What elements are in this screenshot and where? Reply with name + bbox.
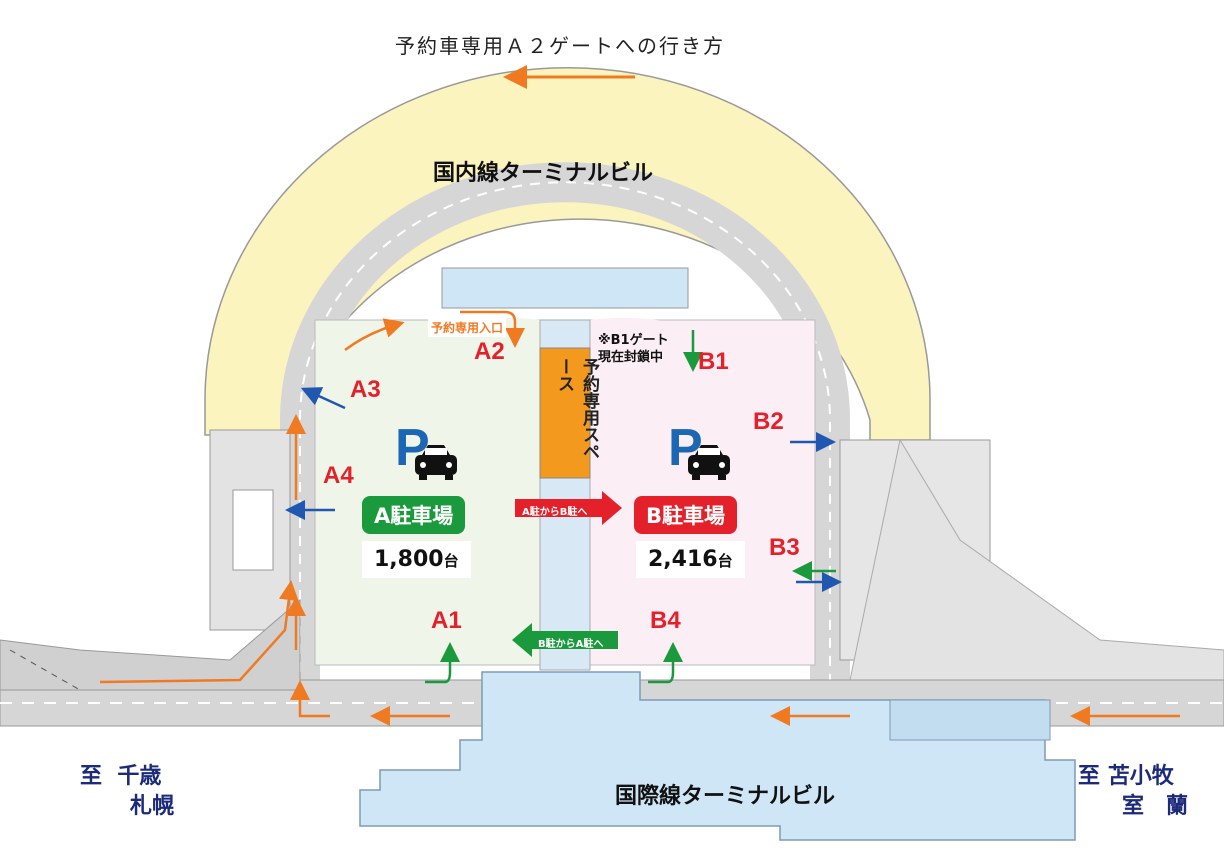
destination-right: 至 苫小牧 室 蘭 (1078, 764, 1189, 819)
gate-a3: A3 (350, 376, 381, 403)
parking-sign-b: P (668, 419, 703, 477)
b-to-a-label: B駐からA駐へ (538, 639, 604, 650)
gate-a1: A1 (431, 607, 462, 634)
b1-closed-note: ※B1ゲート 現在封鎖中 (598, 332, 669, 366)
reserved-entrance-label: 予約専用入口 (428, 318, 507, 337)
gate-b2: B2 (753, 408, 784, 435)
car-icon (415, 445, 457, 480)
international-terminal-label: 国際線ターミナルビル (615, 784, 836, 809)
gate-b3: B3 (769, 534, 800, 561)
gate-b1: B1 (698, 348, 729, 375)
b-to-a-arrow-shape (512, 623, 618, 657)
domestic-terminal-label: 国内線ターミナルビル (433, 161, 654, 186)
car-icon (688, 445, 730, 480)
gate-a4: A4 (323, 462, 354, 489)
lot-b-name: B駐車場 (634, 496, 738, 534)
a-to-b-label: A駐からB駐へ (522, 507, 588, 518)
lot-b-capacity: 2,416台 (636, 541, 745, 578)
lot-a-capacity: 1,800台 (362, 541, 471, 578)
route-to-a2 (99, 310, 1180, 726)
parking-sign-a: P (395, 419, 430, 477)
page-title: 予約車専用Ａ２ゲートへの行き方 (395, 34, 725, 58)
exit-arrows (425, 330, 836, 684)
destination-left: 至 千歳 札幌 (80, 764, 175, 819)
gate-b4: B4 (650, 607, 681, 634)
entry-arrows (285, 387, 842, 592)
a-to-b-arrow-shape (515, 491, 622, 525)
domestic-terminal-building (204, 66, 931, 441)
reserved-space-label: 予約専用スペース (554, 358, 599, 460)
reserved-space-block (539, 347, 591, 479)
lot-a-name: A駐車場 (362, 496, 466, 534)
gate-a2: A2 (474, 338, 505, 365)
